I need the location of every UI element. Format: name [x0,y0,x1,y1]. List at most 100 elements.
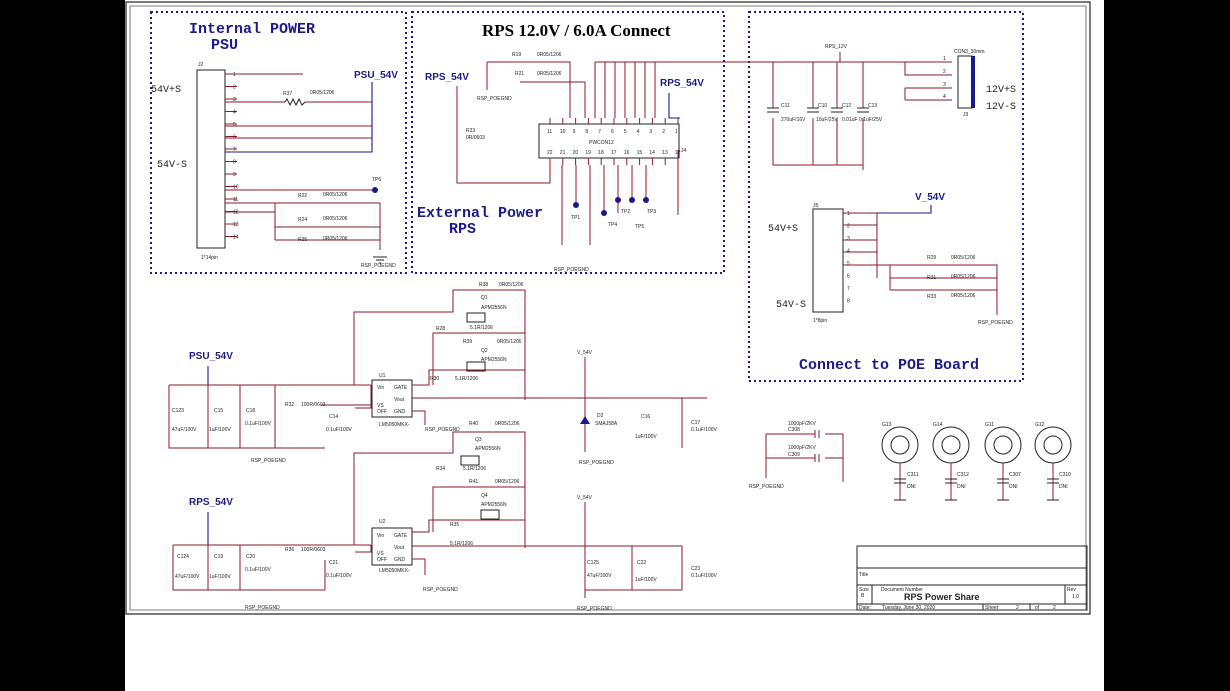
sheet-inner-border [129,5,1087,611]
r39-ref: R39 [463,339,472,345]
c17-ref: C17 [691,420,700,426]
c312-ref: C312 [957,472,969,478]
rev-value: 1.0 [1072,594,1079,600]
j2-pos-wires [225,101,372,139]
rps-12v-net-label: RPS_12V [825,44,848,50]
safety-cap-wires [765,430,844,482]
c21-value: 0.1uF/100V [326,573,353,579]
j4-pin-number-top: 10 [560,129,566,135]
c15-value: 1uF/100V [209,427,231,433]
j4-pin-number-bottom: 21 [560,150,566,156]
external-rps-box [411,11,725,274]
j5-ref: J5 [813,203,819,209]
internal-psu-line2: PSU [211,37,238,54]
g12-label: G12 [1035,422,1045,428]
r23-wire [456,86,551,184]
q4-mosfet [480,509,500,520]
j4-bottom-wires [561,165,647,245]
j4-connector [538,123,680,159]
u2-pin-vin: Vin [377,533,384,539]
r30-value: 5.1R/1206 [455,376,478,382]
c22-value: 1uF/100V [635,577,657,583]
j4-pin-number-top: 1 [675,129,678,135]
j4-pin-number-bottom: 14 [649,150,655,156]
j4-label: PWCON12 [589,140,614,146]
c16-value: 1uF/100V [635,434,657,440]
u1-pin-gnd: GND [394,409,406,415]
d2-ref: D2 [597,413,604,419]
j4-pin-number-top: 11 [547,129,552,135]
j2-pin-number: 4 [233,110,236,116]
c124-ref: C124 [177,554,189,560]
u2-pin-gnd: GND [394,557,406,563]
j5-54v-plus-label: 54V+S [768,224,798,235]
r22-ref: R22 [298,193,307,199]
c20-ref: C20 [246,554,255,560]
sheet-label: Sheet [985,605,999,611]
j2-pin-number: 3 [233,97,236,103]
r40-ref: R40 [469,421,478,427]
c311-dni: DNI [907,484,916,490]
c12-ref: C12 [842,103,851,109]
j5-pin-number: 5 [847,261,850,267]
j5-pin-number: 1 [847,211,850,217]
j2-pin-number: 9 [233,172,236,178]
poe-gnd-label: RSP_POEGND [978,320,1013,326]
q4-part: APM2556N [481,502,507,508]
c307-ref: C307 [1009,472,1021,478]
rps-54v-net-label-1: RPS_54V [425,72,469,83]
r19-value: 0R05/1206 [537,52,562,58]
j2-pin-number: 1 [233,72,236,78]
u1-pin-vout: Vout [394,397,405,403]
q1-part: APM2556N [481,305,507,311]
tp6-dot [372,187,378,193]
u1-gnd-label-2: RSP_POEGND [425,427,460,433]
j3-pin-number: 2 [943,69,946,75]
c13-ref: C13 [868,103,877,109]
c309-value: 1000pF/2KV [788,445,816,451]
c10-value: 10uF/25V [816,117,838,123]
j4-pin-number-bottom: 16 [624,150,630,156]
of-label: of [1035,605,1040,611]
c125-ref: C125 [587,560,599,566]
j2-pin-number: 2 [233,85,236,91]
mounting-holes [881,426,1072,501]
external-rps-line1: External Power [417,205,543,222]
r21-value: 0R05/1206 [537,71,562,77]
j5-pin-number: 8 [847,299,850,305]
r37-ref: R37 [283,91,292,97]
u2-mosfet-wires [353,431,682,575]
r33-value: 0R05/1206 [951,293,976,299]
c11-value: 270uF/16V [781,117,806,123]
mounting-hole-outer [881,426,919,464]
j5-pin-number: 2 [847,224,850,230]
j3-connector-bar [971,56,975,108]
u2-part: LM5050MKX- [379,568,410,574]
g14-label: G14 [933,422,943,428]
c13-value: 0.1uF/25V [859,117,883,123]
tp4-dot [601,210,607,216]
j5-note: 1*8pin [813,318,827,324]
j2-pin-number: 7 [233,147,236,153]
u1-pin-vs: VS [377,403,384,409]
tp1-dot [573,202,579,208]
psu-54v-bus [225,82,373,153]
j4-pin-number-top: 3 [649,129,652,135]
tp1-label: TP1 [571,215,580,221]
q1-ref: Q1 [481,295,488,301]
u1-ref: U1 [379,373,386,379]
v-54v-label-2: V_54V [577,495,593,501]
r36-value: 100R/0603 [301,547,326,553]
j4-pin-number-top: 5 [624,129,627,135]
j5-connector [812,208,844,313]
rps-gnd-label-bottom: RSP_POEGND [554,267,589,273]
r35-value: 5.1R/1206 [450,541,473,547]
q1-mosfet [466,312,486,323]
u1-gnd-label: RSP_POEGND [251,458,286,464]
r31-value: 0R05/1206 [951,274,976,280]
doc-name: RPS Power Share [904,592,980,602]
r29-ref: R29 [927,255,936,261]
j3-12v-plus-label: 12V+S [986,85,1016,96]
